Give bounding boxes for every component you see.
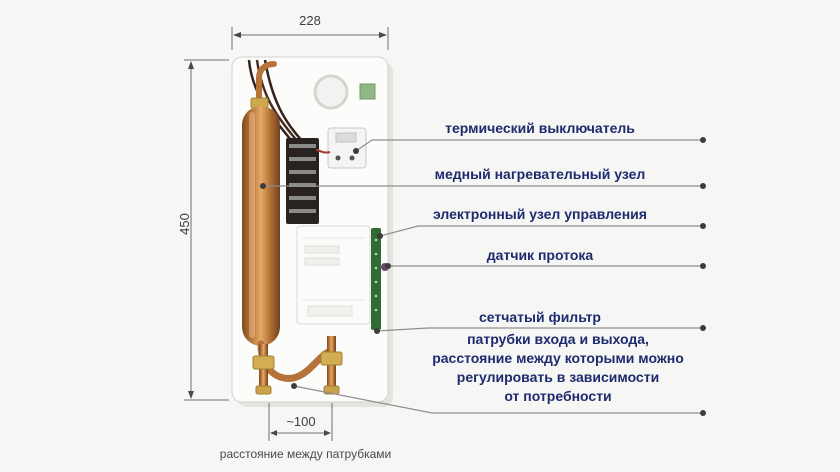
dimension-lines — [184, 27, 389, 441]
label-thermal-switch: термический выключатель — [445, 120, 635, 136]
callout-dots — [260, 137, 706, 416]
callout-leader-lines — [263, 139, 703, 414]
dimension-arrowheads — [188, 32, 387, 436]
label-electronic-control-unit: электронный узел управления — [433, 206, 647, 222]
pipe-distance-caption: расстояние между патрубками — [219, 447, 392, 461]
label-inlet-outlet-pipes: патрубки входа и выхода, расстояние межд… — [432, 331, 684, 404]
pcb-board — [371, 228, 381, 330]
control-unit-box — [296, 225, 371, 325]
terminal-block — [286, 138, 319, 224]
label-mesh-filter: сетчатый фильтр — [478, 309, 601, 325]
heater-device-illustration — [231, 56, 393, 407]
inlet-outlet-pipes-illustration — [252, 336, 343, 395]
label-sticker — [359, 83, 376, 100]
mounting-hole — [313, 74, 349, 110]
dim-pipe-distance-label: ~100 — [286, 414, 316, 429]
thermal-switch-component — [315, 127, 367, 169]
dim-height-label: 450 — [177, 213, 192, 235]
copper-heating-cylinder — [242, 61, 280, 346]
label-copper-heating-unit: медный нагревательный узел — [434, 166, 646, 182]
dim-width-label: 228 — [299, 13, 321, 28]
label-flow-sensor: датчик протока — [486, 247, 594, 263]
